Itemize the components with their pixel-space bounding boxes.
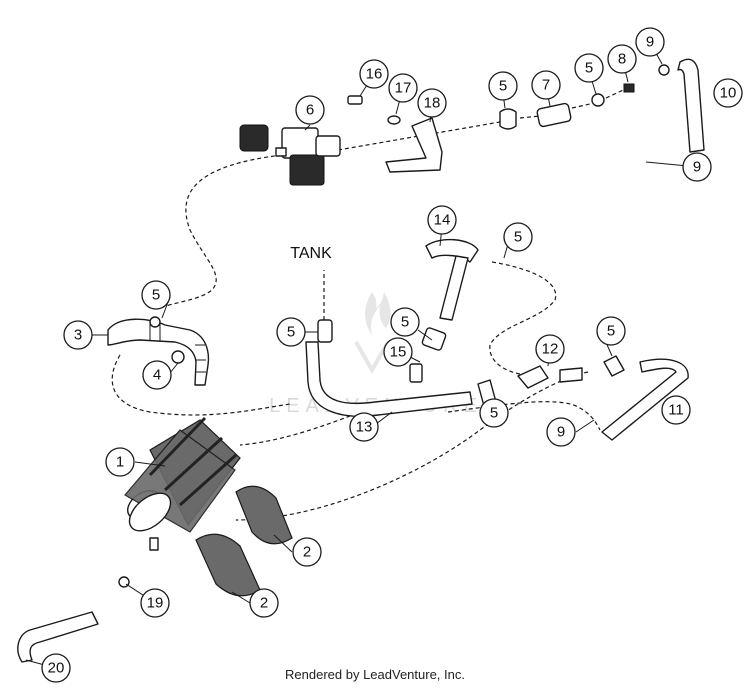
svg-text:10: 10 [720,85,737,102]
callout: 1 [105,447,135,477]
hose-3 [107,316,210,386]
svg-text:5: 5 [490,405,498,422]
svg-text:8: 8 [618,51,626,68]
callout: 2 [292,537,322,567]
callout: 8 [607,44,637,74]
svg-text:20: 20 [48,660,65,677]
inline-fittings-top [499,64,670,130]
svg-text:2: 2 [260,595,268,612]
svg-text:5: 5 [152,287,160,304]
bracket [347,95,443,173]
purge-valve [239,124,341,186]
callout: 18 [417,88,447,118]
svg-text:5: 5 [499,78,507,95]
svg-text:13: 13 [356,419,373,436]
hose-routes [111,85,633,521]
callout: 12 [535,334,565,364]
callout: 11 [661,395,691,425]
callout: 5 [503,222,533,252]
svg-text:1: 1 [116,454,124,471]
svg-text:3: 3 [74,327,82,344]
callout: 9 [682,152,712,182]
svg-text:12: 12 [542,341,559,358]
svg-text:18: 18 [424,95,441,112]
svg-text:2: 2 [303,544,311,561]
callout: 5 [596,316,626,346]
callout: 7 [531,70,561,100]
svg-text:11: 11 [668,402,684,419]
svg-text:14: 14 [434,212,451,229]
callout: 6 [295,95,325,125]
tank-label: TANK [290,245,332,262]
leader-lines [25,41,689,669]
canister [124,416,241,551]
footer-credit: Rendered by LeadVenture, Inc. [285,667,465,682]
svg-text:16: 16 [366,66,383,83]
callout: 10 [713,78,743,108]
svg-text:17: 17 [395,80,412,97]
callout: 5 [390,307,420,337]
svg-text:5: 5 [607,323,615,340]
svg-text:9: 9 [693,159,701,176]
callout: 14 [427,205,457,235]
callout: 17 [388,73,418,103]
callout: 9 [635,27,665,57]
svg-text:9: 9 [646,34,654,51]
callout: 5 [141,280,171,310]
callout: 16 [359,59,389,89]
callout: 5 [479,398,509,428]
svg-text:5: 5 [514,229,522,246]
svg-text:4: 4 [153,367,161,384]
callout: 20 [41,653,71,683]
callout: 5 [488,71,518,101]
pipe-14 [409,239,479,383]
hose-11-12 [517,355,689,441]
callout: 2 [249,588,279,618]
svg-text:5: 5 [287,324,295,341]
hose-20 [17,576,130,663]
svg-text:7: 7 [542,77,550,94]
callout: 19 [140,588,170,618]
callout: 9 [546,417,576,447]
callout: 5 [574,53,604,83]
callout: 4 [142,360,172,390]
callout: 3 [63,320,93,350]
callout: 15 [383,337,413,367]
svg-text:6: 6 [306,102,314,119]
svg-text:5: 5 [401,314,409,331]
svg-text:15: 15 [390,344,407,361]
callout: 5 [276,317,306,347]
svg-text:9: 9 [557,424,565,441]
callout: 13 [349,412,379,442]
svg-text:5: 5 [585,60,593,77]
svg-text:19: 19 [147,595,164,612]
